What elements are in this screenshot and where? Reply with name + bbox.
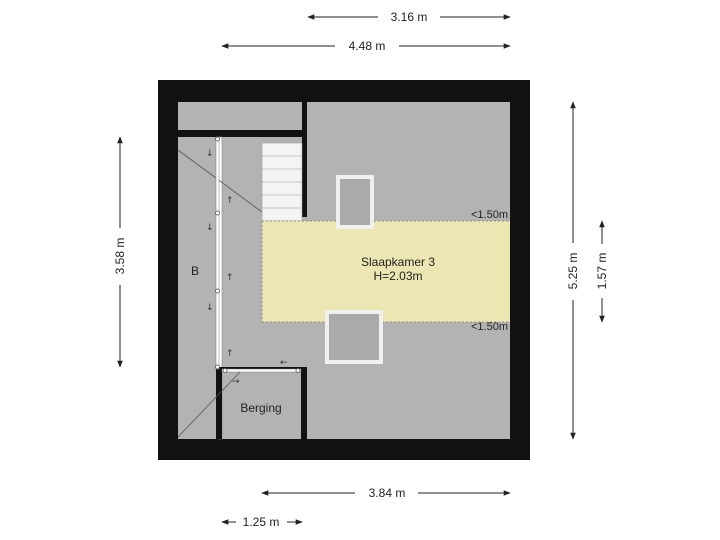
sliding-door-rail [215, 136, 220, 370]
door-arrow-right: → [232, 377, 240, 387]
dim-top-outer-label: 4.48 m [349, 39, 386, 53]
dimension-bottom-main: 3.84 m [261, 486, 511, 500]
top-closet-floor [178, 102, 302, 130]
bedroom-name: Slaapkamer 3 [361, 255, 435, 269]
dimension-top-inner: 3.16 m [307, 10, 511, 24]
skylight-lower [325, 310, 383, 364]
dimension-right-zone: 1.57 m [595, 220, 609, 323]
wall-berging-left [216, 367, 222, 439]
dim-left-height-label: 3.58 m [113, 238, 127, 275]
door-arrow-down-1: ↓ [206, 149, 214, 159]
wall-closet-bottom [178, 130, 302, 137]
door-arrow-up-3: ↑ [226, 349, 234, 359]
dim-right-zone-label: 1.57 m [595, 253, 609, 290]
door-arrow-up-1: ↑ [226, 196, 234, 206]
dim-top-inner-label: 3.16 m [391, 10, 428, 24]
dim-right-total-label: 5.25 m [566, 253, 580, 290]
dim-bottom-main-label: 3.84 m [369, 486, 406, 500]
berging-label: Berging [240, 401, 281, 415]
dim-bottom-small-label: 1.25 m [243, 515, 280, 529]
dimension-right-total: 5.25 m [566, 101, 580, 440]
door-arrow-left: ← [280, 358, 288, 368]
door-arrow-down-3: ↓ [206, 303, 214, 313]
slope-line-lower [177, 371, 241, 438]
door-arrow-up-2: ↑ [226, 273, 234, 283]
bedroom-height: H=2.03m [373, 269, 422, 283]
berging-sliding-rail [221, 368, 302, 373]
storage-floor-b [178, 137, 218, 439]
berging-floor [222, 372, 301, 439]
staircase [261, 142, 303, 222]
level-marker-upper: <1.50m [471, 209, 508, 221]
level-marker-lower: <1.50m [471, 321, 508, 333]
dimension-top-outer: 4.48 m [221, 39, 511, 53]
storage-room-label: B [191, 264, 199, 278]
wall-closet-right [302, 102, 307, 217]
dimension-left-height: 3.58 m [113, 136, 127, 368]
skylight-upper [336, 175, 374, 229]
bedroom-zone [262, 221, 510, 322]
wall-berging-right [301, 367, 307, 439]
dimension-bottom-small: 1.25 m [221, 515, 303, 529]
slope-line-upper [177, 149, 263, 213]
door-arrow-down-2: ↓ [206, 223, 214, 233]
